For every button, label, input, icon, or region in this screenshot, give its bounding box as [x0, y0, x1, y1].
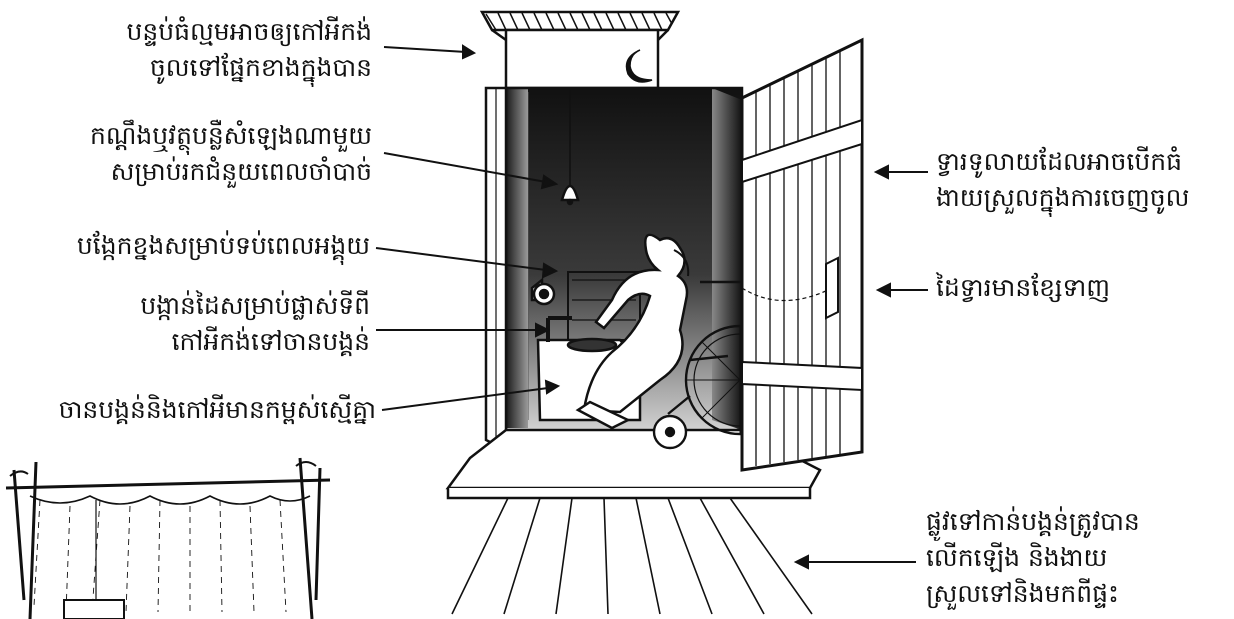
label-line: សម្រាប់រកជំនួយពេលចាំបាច់ — [90, 154, 372, 190]
label-line: បង្កែកខ្នងសម្រាប់ទប់ពេលអង្គុយ — [77, 228, 370, 264]
label-seat-height: ចានបង្គន់និងកៅអីមានកម្ពស់ស្មើគ្នា — [59, 392, 376, 428]
label-line: ចូលទៅផ្នែកខាងក្នុងបាន — [127, 50, 372, 86]
label-wide-door: ទ្វារទូលាយដែលអាចបើកធំ ងាយស្រួលក្នុងការចេ… — [936, 144, 1189, 216]
label-line: បង្កាន់ដៃសម្រាប់ផ្លាស់ទីពី — [140, 288, 370, 324]
label-line: ស្រួលទៅនិងមកពីផ្ទះ — [926, 576, 1140, 612]
label-door-handle: ដៃទ្វារមានខ្សែទាញ — [936, 270, 1110, 306]
label-bell: កណ្តឹងឬវត្ថុបន្លឺសំឡេងណាមួយ សម្រាប់រកជំន… — [90, 118, 372, 190]
door-handle — [826, 258, 838, 318]
label-line: បន្ទប់ធំល្មមអាចឲ្យកៅអីកង់ — [127, 14, 372, 50]
label-line: កណ្តឹងឬវត្ថុបន្លឺសំឡេងណាមួយ — [90, 118, 372, 154]
open-door — [742, 40, 862, 470]
label-line: ទ្វារទូលាយដែលអាចបើកធំ — [936, 144, 1189, 180]
label-line: កៅអីកង់ទៅចានបង្គន់ — [140, 324, 370, 360]
label-line: លើកឡើង និងងាយ — [926, 540, 1140, 576]
label-backrest: បង្កែកខ្នងសម្រាប់ទប់ពេលអង្គុយ — [77, 228, 370, 264]
label-wheelchair-space: បន្ទប់ធំល្មមអាចឲ្យកៅអីកង់ ចូលទៅផ្នែកខាងក… — [127, 14, 372, 86]
label-line: ងាយស្រួលក្នុងការចេញចូល — [936, 180, 1189, 216]
ramp — [452, 498, 812, 614]
label-transfer-bar: បង្កាន់ដៃសម្រាប់ផ្លាស់ទីពី កៅអីកង់ទៅចានប… — [140, 288, 370, 360]
label-line: ផ្លូវទៅកាន់បង្គន់ត្រូវបាន — [926, 504, 1140, 540]
label-ramp: ផ្លូវទៅកាន់បង្គន់ត្រូវបាន លើកឡើង និងងាយ … — [926, 504, 1140, 612]
label-line: ចានបង្គន់និងកៅអីមានកម្ពស់ស្មើគ្នា — [59, 392, 376, 428]
cloth-shelter — [6, 458, 330, 619]
label-line: ដៃទ្វារមានខ្សែទាញ — [936, 270, 1110, 306]
latrine-building — [448, 12, 862, 614]
